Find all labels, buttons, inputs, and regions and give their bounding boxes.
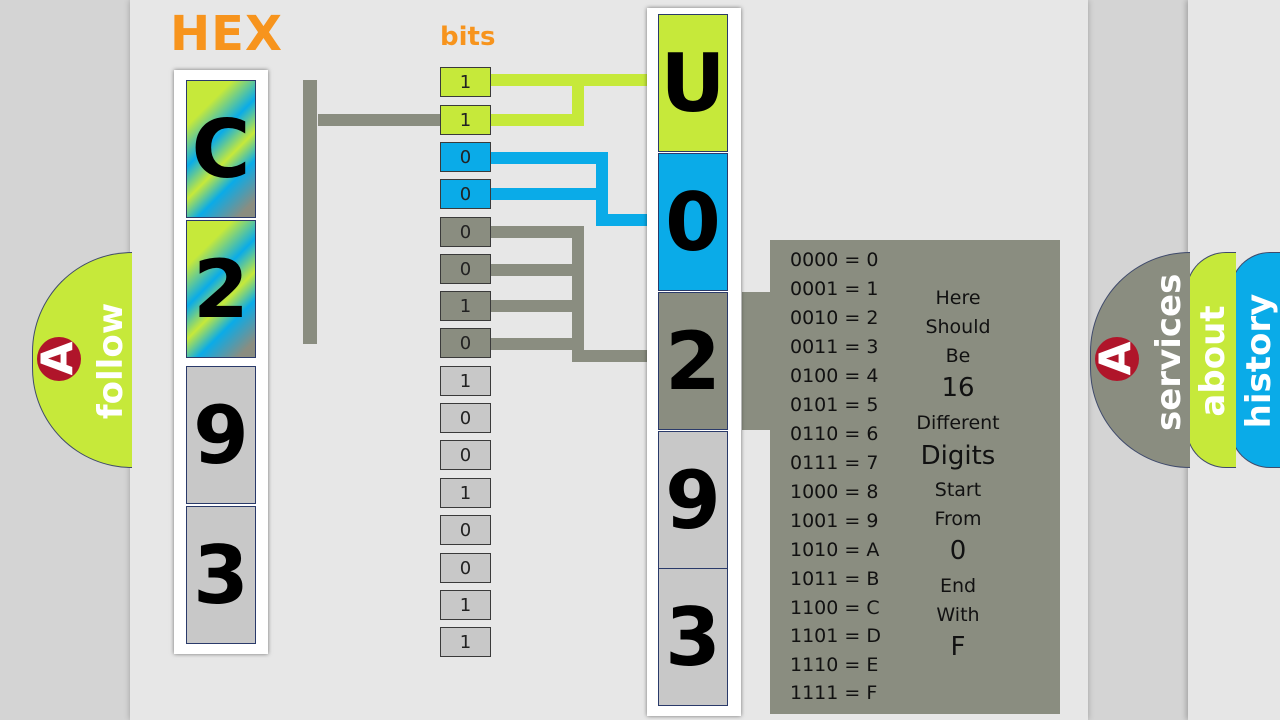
table-row: 0000 = 0 [790, 249, 879, 271]
unicode-digit-0: 0 [658, 153, 728, 291]
unicode-digit-column: U 0 2 9 3 [647, 8, 741, 716]
bit-box: 0 [440, 217, 491, 247]
note-word: From [934, 508, 982, 530]
bit-box: 1 [440, 291, 491, 321]
bit-box: 1 [440, 478, 491, 508]
table-row: 1101 = D [790, 625, 881, 647]
note-word: Different [916, 412, 1000, 434]
table-row: 1011 = B [790, 568, 880, 590]
table-row: 1111 = F [790, 682, 878, 704]
bit-box: 0 [440, 515, 491, 545]
follow-logo-icon: A [32, 341, 84, 376]
bit-box: 0 [440, 440, 491, 470]
hex-digit-9: 9 [186, 366, 256, 504]
about-tab[interactable]: about [1186, 252, 1236, 468]
note-word: Should [925, 316, 991, 338]
bit-box: 1 [440, 590, 491, 620]
table-row: 0111 = 7 [790, 452, 879, 474]
note-word: End [939, 575, 977, 597]
note-word: Start [934, 479, 982, 501]
unicode-digit-9: 9 [658, 431, 728, 569]
note-word: Here [935, 287, 981, 309]
logo-splash-icon [1095, 337, 1139, 381]
services-label: services [1149, 273, 1189, 431]
unicode-digit-2: 2 [658, 292, 728, 430]
about-label: about [1193, 305, 1233, 417]
note-word: Be [945, 345, 971, 367]
table-row: 0010 = 2 [790, 307, 879, 329]
bit-box: 0 [440, 553, 491, 583]
bit-box: 1 [440, 67, 491, 97]
bits-title: bits [440, 22, 496, 52]
hex-digit-2: 2 [186, 220, 256, 358]
table-row: 0101 = 5 [790, 394, 879, 416]
hex-digit-3: 3 [186, 506, 256, 644]
table-row: 1100 = C [790, 597, 880, 619]
bit-box: 0 [440, 179, 491, 209]
history-tab[interactable]: history [1230, 252, 1280, 468]
table-row: 0011 = 3 [790, 336, 879, 358]
hex-title: HEX [170, 6, 283, 62]
note-word: Digits [920, 441, 996, 471]
follow-label: follow [91, 302, 131, 420]
table-row: 1001 = 9 [790, 510, 879, 532]
bit-box: 1 [440, 366, 491, 396]
bit-box: 0 [440, 254, 491, 284]
unicode-prefix-u: U [658, 14, 728, 152]
table-row: 0110 = 6 [790, 423, 879, 445]
hex-digit-c: C [186, 80, 256, 218]
table-row: 0100 = 4 [790, 365, 879, 387]
note-word: With [936, 604, 980, 626]
services-logo-icon: A [1090, 341, 1142, 376]
table-row: 1000 = 8 [790, 481, 879, 503]
unicode-digit-3: 3 [658, 568, 728, 706]
note-word: 16 [941, 373, 975, 403]
note-word: F [950, 632, 966, 662]
table-row: 1010 = A [790, 539, 880, 561]
history-label: history [1239, 293, 1279, 429]
bit-box: 0 [440, 142, 491, 172]
bit-box: 0 [440, 403, 491, 433]
bit-box: 0 [440, 328, 491, 358]
hex-table-panel [770, 240, 1060, 714]
note-word: 0 [949, 536, 967, 566]
hex-digit-column: C 2 9 3 [174, 70, 268, 654]
table-row: 1110 = E [790, 654, 879, 676]
bit-box: 1 [440, 627, 491, 657]
logo-splash-icon [37, 337, 81, 381]
bit-box: 1 [440, 105, 491, 135]
table-row: 0001 = 1 [790, 278, 879, 300]
